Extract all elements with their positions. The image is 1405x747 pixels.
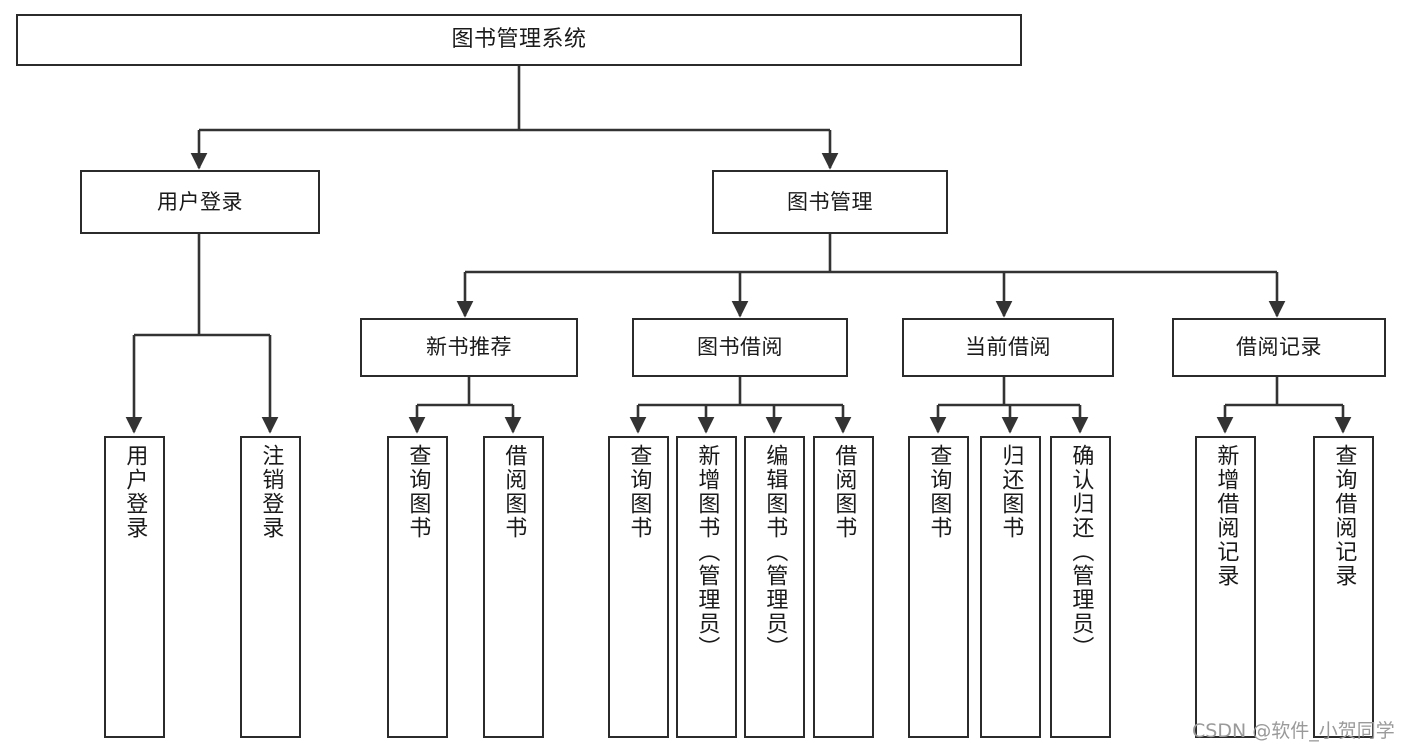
- node-leaf-add-book-label: 新增图书（管理员）: [694, 444, 720, 660]
- node-leaf-user-login-label: 用户登录: [122, 444, 148, 540]
- node-borrow-record-label: 借阅记录: [1236, 335, 1322, 360]
- node-leaf-user-logout[interactable]: 注销登录: [240, 436, 301, 738]
- node-leaf-return-book-label: 归还图书: [998, 444, 1024, 540]
- node-leaf-borrow-book-1[interactable]: 借阅图书: [483, 436, 544, 738]
- node-book-manage-label: 图书管理: [787, 189, 873, 214]
- node-leaf-query-book-2-label: 查询图书: [626, 444, 652, 540]
- node-current-borrow[interactable]: 当前借阅: [902, 318, 1114, 377]
- node-leaf-query-record[interactable]: 查询借阅记录: [1313, 436, 1374, 738]
- node-current-borrow-label: 当前借阅: [965, 335, 1051, 360]
- node-leaf-query-book-2[interactable]: 查询图书: [608, 436, 669, 738]
- node-new-book-rec[interactable]: 新书推荐: [360, 318, 578, 377]
- node-new-book-rec-label: 新书推荐: [426, 335, 512, 360]
- node-root[interactable]: 图书管理系统: [16, 14, 1022, 66]
- node-leaf-borrow-book-2[interactable]: 借阅图书: [813, 436, 874, 738]
- node-leaf-query-book-3-label: 查询图书: [926, 444, 952, 540]
- node-leaf-add-record-label: 新增借阅记录: [1213, 444, 1239, 588]
- node-user-login-label: 用户登录: [157, 189, 243, 214]
- node-leaf-add-record[interactable]: 新增借阅记录: [1195, 436, 1256, 738]
- node-leaf-confirm-return[interactable]: 确认归还（管理员）: [1050, 436, 1111, 738]
- node-leaf-query-record-label: 查询借阅记录: [1331, 444, 1357, 588]
- node-leaf-query-book-3[interactable]: 查询图书: [908, 436, 969, 738]
- node-leaf-borrow-book-1-label: 借阅图书: [501, 444, 527, 540]
- node-leaf-edit-book-label: 编辑图书（管理员）: [762, 444, 788, 660]
- node-leaf-confirm-return-label: 确认归还（管理员）: [1068, 444, 1094, 660]
- node-book-manage[interactable]: 图书管理: [712, 170, 948, 234]
- node-book-borrow[interactable]: 图书借阅: [632, 318, 848, 377]
- node-borrow-record[interactable]: 借阅记录: [1172, 318, 1386, 377]
- node-leaf-edit-book[interactable]: 编辑图书（管理员）: [744, 436, 805, 738]
- node-leaf-query-book-1[interactable]: 查询图书: [387, 436, 448, 738]
- watermark-text: CSDN @软件_小贺同学: [1192, 720, 1395, 742]
- node-leaf-borrow-book-2-label: 借阅图书: [831, 444, 857, 540]
- node-leaf-user-logout-label: 注销登录: [258, 444, 284, 540]
- node-leaf-user-login[interactable]: 用户登录: [104, 436, 165, 738]
- node-leaf-return-book[interactable]: 归还图书: [980, 436, 1041, 738]
- node-book-borrow-label: 图书借阅: [697, 335, 783, 360]
- node-user-login[interactable]: 用户登录: [80, 170, 320, 234]
- node-root-label: 图书管理系统: [451, 27, 587, 53]
- node-leaf-add-book[interactable]: 新增图书（管理员）: [676, 436, 737, 738]
- node-leaf-query-book-1-label: 查询图书: [405, 444, 431, 540]
